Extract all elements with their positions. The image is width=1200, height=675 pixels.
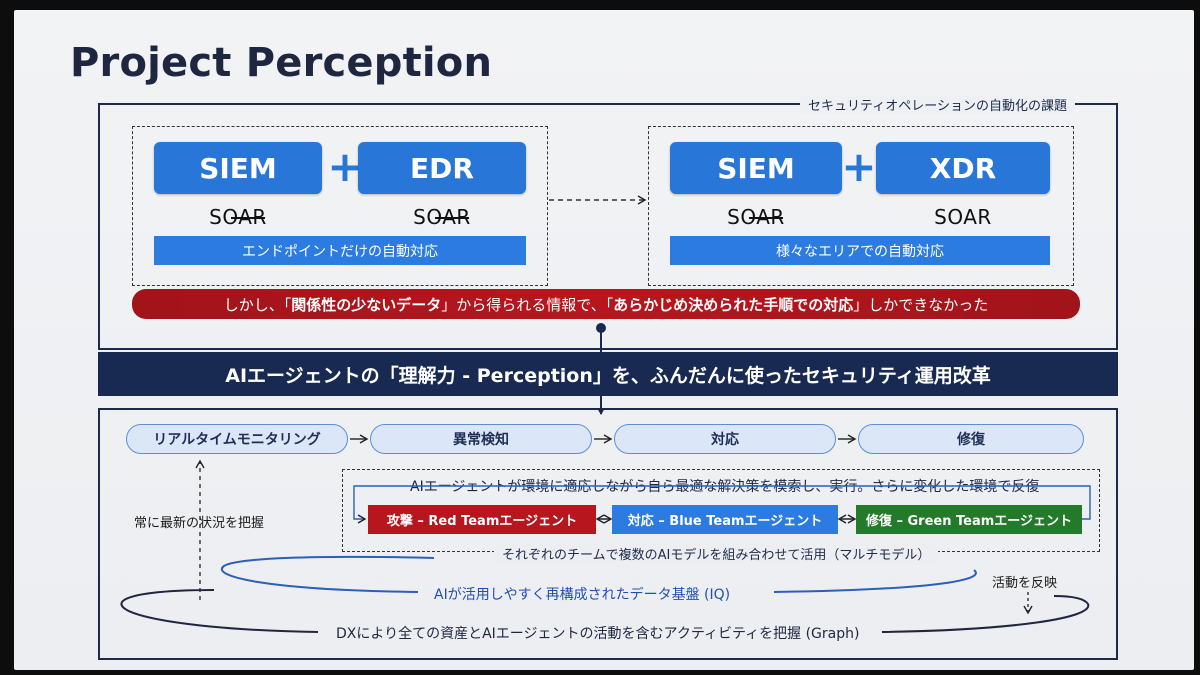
green-team-label: 修復 – Green Teamエージェント [865, 514, 1073, 529]
left-siem-label: SIEM [199, 151, 277, 185]
solution-frame [98, 408, 1118, 660]
left-edr-box: EDR [358, 142, 526, 194]
left-group [132, 126, 548, 286]
right-soar-2: SOAR [876, 205, 1050, 229]
step-response: 対応 [614, 424, 836, 454]
graph-arc-left [120, 589, 319, 633]
step-remediation-label: 修復 [957, 432, 985, 448]
left-soar-2-text: SOAR [413, 205, 471, 229]
left-soar-1: SOAR [154, 205, 322, 229]
step-monitoring-label: リアルタイムモニタリング [153, 432, 321, 448]
blue-team-box: 対応 – Blue Teamエージェント [612, 505, 838, 534]
right-xdr-box: XDR [876, 142, 1050, 194]
right-note: 活動を反映 [992, 576, 1058, 591]
red-team-box: 攻撃 – Red Teamエージェント [368, 505, 596, 534]
multimodel-note: それぞれのチームで複数のAIモデルを組み合わせて活用（マルチモデル） [494, 544, 939, 563]
problem-bold-1: 関係性の少ないデータ [291, 295, 442, 314]
green-team-box: 修復 – Green Teamエージェント [856, 505, 1082, 534]
right-siem-label: SIEM [717, 151, 795, 185]
step-monitoring: リアルタイムモニタリング [126, 424, 348, 454]
vision-bar: AIエージェントの「理解力 - Perception」を、ふんだんに使ったセキュ… [98, 352, 1118, 396]
strike-line [435, 217, 469, 219]
iq-label: AIが活用しやすく再構成されたデータ基盤 (IQ) [434, 587, 731, 603]
left-note: 常に最新の状況を把握 [134, 516, 265, 531]
right-xdr-label: XDR [929, 151, 997, 185]
vision-text: AIエージェントの「理解力 - Perception」を、ふんだんに使ったセキュ… [225, 364, 991, 387]
red-team-label: 攻撃 – Red Teamエージェント [386, 514, 578, 529]
right-bar-text: 様々なエリアでの自動対応 [776, 243, 944, 260]
right-group [648, 126, 1074, 286]
slide: Project Perception セキュリティオペレーションの自動化の課題 … [14, 10, 1194, 670]
left-bar: エンドポイントだけの自動対応 [154, 236, 526, 265]
right-soar-1-text: SOAR [727, 205, 785, 229]
problem-bold-2: あらかじめ決められた手順での対応 [613, 295, 854, 314]
step-detection: 異常検知 [370, 424, 592, 454]
strike-line [231, 217, 265, 219]
right-plus-icon: + [841, 142, 877, 191]
page-title: Project Perception [70, 40, 493, 86]
step-detection-label: 異常検知 [453, 432, 509, 448]
strike-line [749, 217, 783, 219]
left-soar-1-text: SOAR [209, 205, 267, 229]
blue-team-label: 対応 – Blue Teamエージェント [627, 514, 823, 529]
left-soar-2: SOAR [358, 205, 526, 229]
iq-arc [221, 555, 435, 593]
graph-arc-right [881, 595, 1090, 633]
step-response-label: 対応 [711, 432, 739, 448]
left-edr-label: EDR [410, 151, 474, 185]
challenge-label: セキュリティオペレーションの自動化の課題 [800, 95, 1075, 114]
iq-arc-right [773, 569, 977, 593]
left-siem-box: SIEM [154, 142, 322, 194]
agent-description: AIエージェントが環境に適応しながら自ら最適な解決策を模索し、実行。さらに変化し… [410, 479, 1040, 495]
connectors-layer [120, 195, 1091, 633]
right-soar-1: SOAR [670, 205, 842, 229]
challenge-frame [98, 103, 1118, 350]
right-soar-2-text: SOAR [934, 205, 992, 229]
left-plus-icon: + [327, 142, 363, 191]
problem-text-1: しかし、「 [223, 295, 292, 314]
right-bar: 様々なエリアでの自動対応 [670, 236, 1050, 265]
right-siem-box: SIEM [670, 142, 842, 194]
left-bar-text: エンドポイントだけの自動対応 [242, 243, 438, 260]
team-loop-arrow [353, 485, 1091, 524]
step-remediation: 修復 [858, 424, 1084, 454]
problem-text-3: 」しかできなかった [853, 295, 989, 314]
problem-bar: しかし、「関係性の少ないデータ」から得られる情報で、「あらかじめ決められた手順で… [132, 289, 1080, 319]
graph-label: DXにより全ての資産とAIエージェントの活動を含むアクティビティを把握 (Gra… [336, 626, 860, 642]
problem-text-2: 」から得られる情報で、「 [441, 295, 614, 314]
